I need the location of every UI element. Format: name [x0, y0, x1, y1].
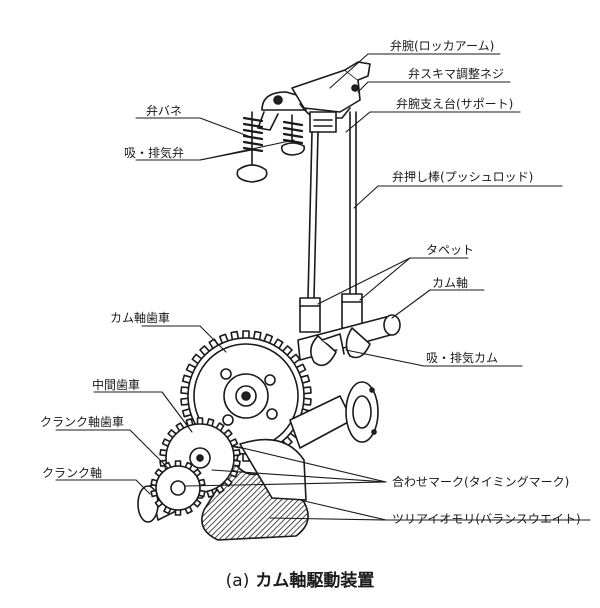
label-crankshaft: クランク軸 [42, 466, 103, 480]
label-counterweight: ツリアイオモリ(バランスウエイト) [392, 512, 581, 526]
label-camshaft: カム軸 [432, 276, 469, 290]
label-tappet: タペット [426, 243, 475, 257]
label-clearance-screw: 弁スキマ調整ネジ [408, 67, 505, 81]
figure-caption: (a)カム軸駆動装置 [0, 566, 600, 591]
label-idler-gear: 中間歯車 [92, 378, 141, 392]
label-pushrod: 弁押し棒(プッシュロッド) [392, 170, 534, 184]
label-valve-spring: 弁バネ [146, 104, 183, 118]
camshaft [297, 314, 401, 367]
leader-lines [55, 53, 591, 521]
label-rocker-arm: 弁腕(ロッカアーム) [390, 39, 495, 53]
camshaft-gear [180, 330, 312, 462]
label-rocker-support: 弁腕支え台(サポート) [396, 97, 514, 111]
label-valves: 吸・排気弁 [124, 146, 185, 160]
caption-title: カム軸駆動装置 [255, 571, 375, 591]
label-crank-gear: クランク軸歯車 [40, 415, 125, 429]
caption-prefix: (a) [225, 571, 250, 591]
valve-springs [236, 111, 306, 183]
pushrods [307, 111, 357, 299]
label-cams: 吸・排気カム [426, 351, 499, 365]
label-timing-mark: 合わせマーク(タイミングマーク) [392, 475, 570, 489]
crankshaft-gear [150, 460, 206, 516]
rocker-arm-assembly [257, 61, 371, 133]
tappets [299, 293, 363, 333]
label-cam-gear: カム軸歯車 [110, 311, 171, 325]
